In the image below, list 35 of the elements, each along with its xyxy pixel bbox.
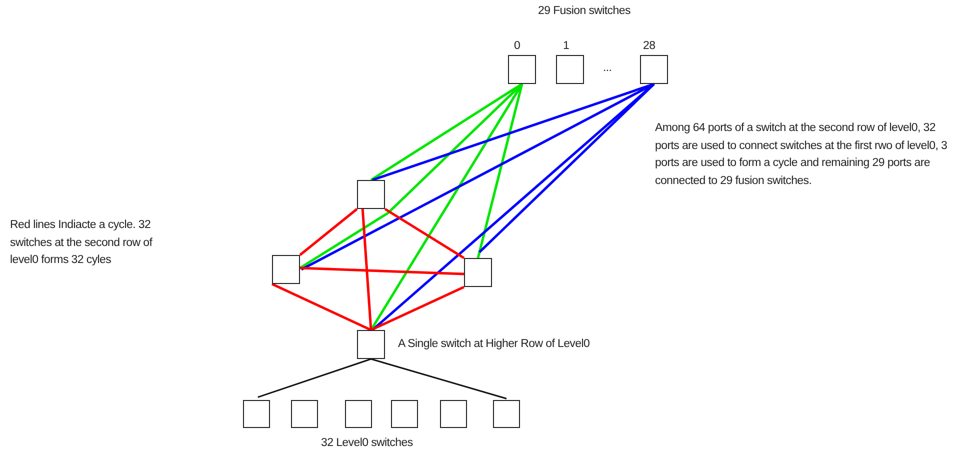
switch-box: [640, 55, 668, 84]
link-line: [271, 282, 372, 332]
switch-box: [291, 400, 318, 428]
link-line: [476, 84, 524, 258]
switch-number: 28: [643, 39, 656, 54]
link-line: [370, 358, 507, 400]
switch-box: [440, 400, 467, 428]
link-line: [370, 286, 465, 332]
link-line: [370, 82, 523, 182]
switch-number: 1: [563, 39, 570, 54]
link-line: [300, 82, 655, 271]
diagram-title: 29 Fusion switches: [538, 4, 630, 19]
switch-caption: A Single switch at Higher Row of Level0: [398, 337, 590, 352]
switch-box: [391, 400, 418, 428]
link-line: [478, 83, 655, 254]
switch-box: [357, 330, 385, 359]
link-line: [370, 83, 524, 331]
row-label: 32 Level0 switches: [321, 436, 413, 451]
note-text: Among 64 ports of a switch at the second row of level0, 32 ports are used to connect switches at the first rwo of level0, 3 ports are used to form a cycle and remaining 29 ports are connected to 29 fusion switches.: [655, 121, 948, 188]
link-line: [361, 208, 372, 330]
switch-box: [556, 55, 584, 84]
switch-number: 0: [514, 39, 520, 54]
link-line: [300, 266, 464, 276]
switch-box: [243, 400, 270, 428]
switch-box: [272, 255, 300, 284]
ellipsis-label: ...: [603, 61, 612, 76]
link-line: [258, 358, 372, 398]
switch-box: [345, 400, 372, 428]
switch-box: [493, 400, 520, 428]
link-line: [384, 208, 465, 260]
switch-box: [464, 258, 492, 287]
switch-box: [357, 180, 385, 209]
note-text: Red lines Indiacte a cycle. 32 switches at the second row of level0 forms 32 cyles: [10, 218, 154, 268]
link-line: [299, 208, 358, 256]
switch-box: [508, 55, 536, 84]
